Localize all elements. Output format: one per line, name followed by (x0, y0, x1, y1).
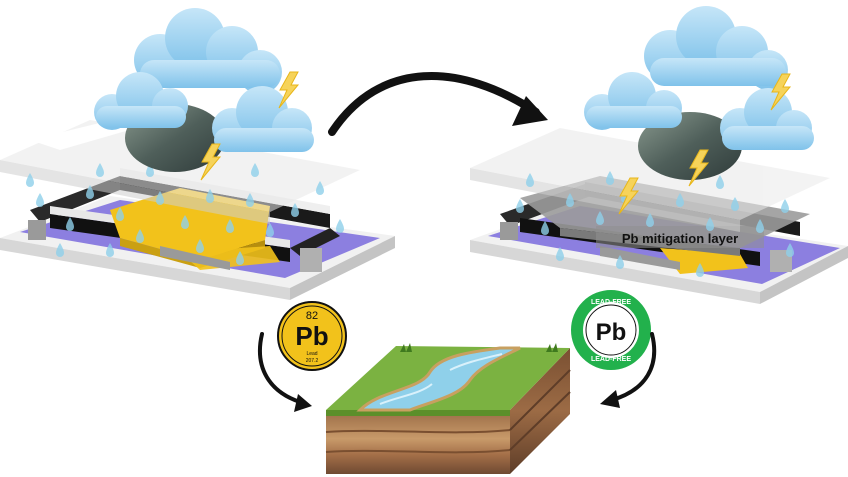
lead-free-badge: LEAD-FREE LEAD-FREE Pb (571, 290, 651, 370)
cloud-icon (94, 8, 314, 152)
pb-atomic-number: 82 (306, 310, 318, 322)
pb-element-name: Lead (306, 351, 317, 357)
mitigation-layer-label: Pb mitigation layer (622, 231, 738, 246)
pb-symbol: Pb (295, 321, 328, 351)
lead-free-ring-bottom: LEAD-FREE (591, 356, 631, 363)
left-device-scene (0, 8, 395, 300)
cloud-icon (584, 6, 814, 150)
curved-arrow-icon (600, 332, 657, 408)
lead-free-ring-top: LEAD-FREE (591, 299, 631, 306)
right-perovskite-layer (600, 246, 748, 274)
soil-cross-section-icon (325, 343, 571, 474)
lead-free-symbol: Pb (596, 319, 627, 346)
right-glass-cover (470, 128, 830, 232)
pb-element-badge: 82 Pb Lead 207.2 (277, 301, 347, 371)
curved-arrow-icon (258, 332, 312, 412)
right-device-scene: Pb mitigation layer (470, 6, 848, 304)
curved-arrow-icon (328, 72, 548, 136)
lightning-icon (278, 71, 299, 109)
hailstone-icon (638, 112, 742, 180)
pb-atomic-mass: 207.2 (306, 358, 319, 364)
